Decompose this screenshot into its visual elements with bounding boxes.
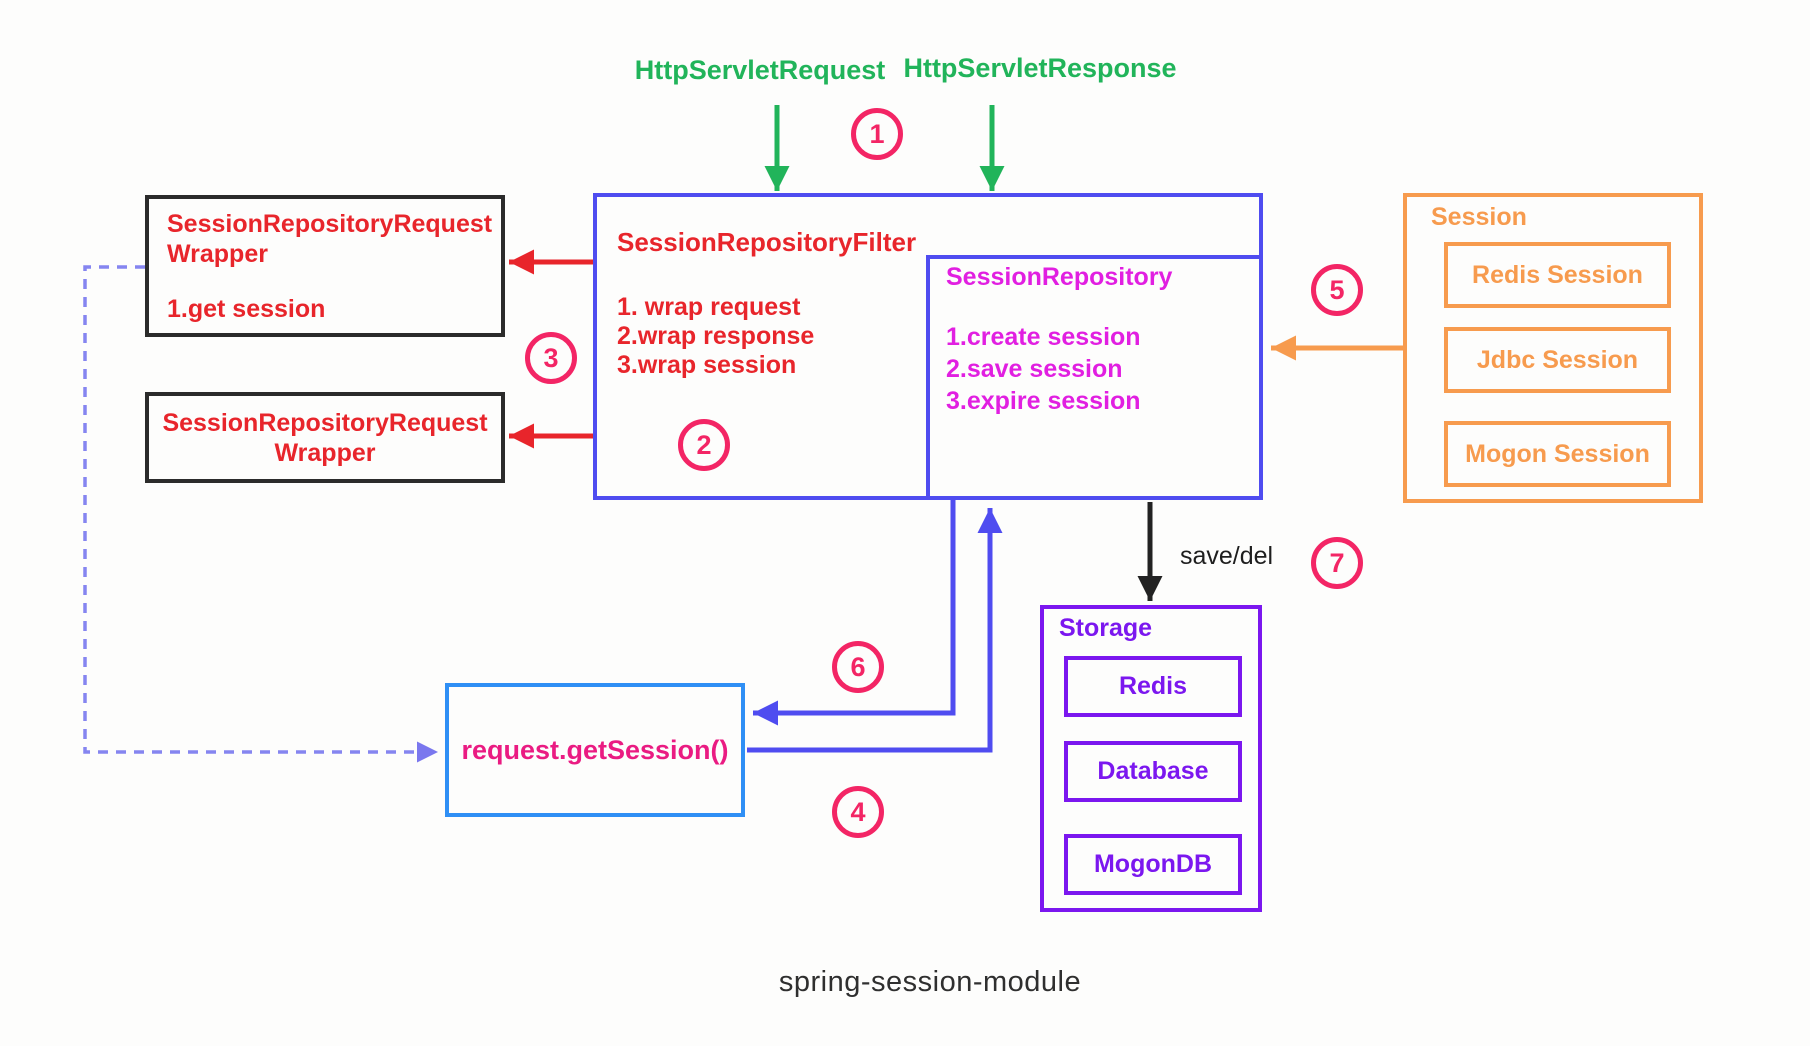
step-circle-6: 6	[832, 641, 884, 693]
request-get-session-label: request.getSession()	[461, 734, 729, 765]
filter-item: 1. wrap request	[617, 293, 801, 321]
arrow-getsession-to-repository	[747, 508, 1003, 753]
diagram-caption: spring-session-module	[778, 966, 1082, 998]
repository-item: 2.save session	[946, 355, 1123, 383]
filter-item: 2.wrap response	[617, 322, 815, 350]
jdbc-session-box: Jdbc Session	[1444, 327, 1671, 393]
database-box: Database	[1064, 741, 1242, 802]
save-del-label: save/del	[1180, 542, 1274, 570]
mogondb-box: MogonDB	[1064, 834, 1242, 895]
repository-item: 1.create session	[946, 323, 1141, 351]
mogon-session-box: Mogon Session	[1444, 421, 1671, 487]
step-circle-5: 5	[1311, 264, 1363, 316]
session-repository-request-wrapper-box-top: SessionRepositoryRequest Wrapper 1.get s…	[145, 195, 505, 337]
session-repository-box: SessionRepository 1.create session 2.sav…	[926, 255, 1263, 500]
step-circle-7: 7	[1311, 537, 1363, 589]
arrow-wrapper-to-getsession-dashed	[83, 265, 438, 763]
storage-title: Storage	[1059, 614, 1153, 642]
http-servlet-request-label: HttpServletRequest	[634, 55, 886, 85]
redis-box: Redis	[1064, 656, 1242, 717]
request-get-session-box: request.getSession()	[445, 683, 745, 817]
session-repository-request-wrapper-box-bottom: SessionRepositoryRequest Wrapper	[145, 392, 505, 483]
step-circle-4: 4	[832, 786, 884, 838]
repository-item: 3.expire session	[946, 387, 1141, 415]
filter-item: 3.wrap session	[617, 351, 797, 379]
step-circle-1: 1	[851, 108, 903, 160]
step-circle-3: 3	[525, 332, 577, 384]
session-group-title: Session	[1431, 203, 1527, 231]
filter-items: 1. wrap request 2.wrap response 3.wrap s…	[617, 293, 814, 380]
session-repository-filter-box: SessionRepositoryFilter 1. wrap request …	[593, 193, 1263, 500]
http-servlet-response-label: HttpServletResponse	[903, 53, 1177, 83]
repository-items: 1.create session 2.save session 3.expire…	[946, 321, 1141, 417]
storage-box: Storage Redis Database MogonDB	[1040, 605, 1262, 912]
session-group-box: Session Redis Session Jdbc Session Mogon…	[1403, 193, 1703, 503]
redis-session-box: Redis Session	[1444, 242, 1671, 308]
wrapper-bottom-title: SessionRepositoryRequest Wrapper	[162, 408, 488, 467]
wrapper-top-note: 1.get session	[167, 295, 326, 323]
repository-title: SessionRepository	[946, 263, 1173, 291]
wrapper-top-title: SessionRepositoryRequest Wrapper	[167, 210, 493, 268]
step-circle-2: 2	[678, 419, 730, 471]
filter-title: SessionRepositoryFilter	[617, 227, 917, 257]
